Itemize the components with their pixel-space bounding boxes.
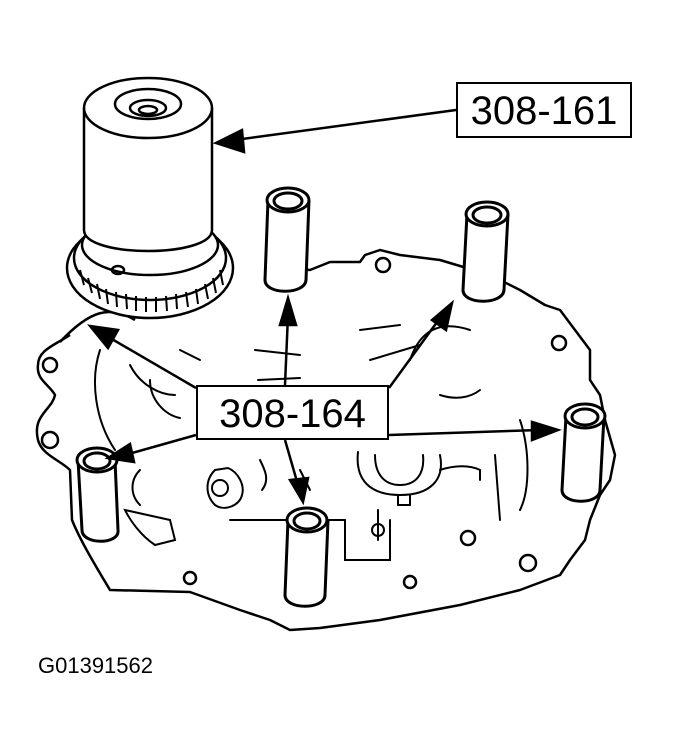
callout-308-164: 308-164 <box>196 385 389 440</box>
housing-outline <box>35 248 617 632</box>
pin-2 <box>461 200 510 303</box>
pin-1 <box>263 186 311 293</box>
pin-4 <box>560 402 607 503</box>
tool-308-161-body <box>82 76 214 276</box>
alignment-pins <box>75 186 607 608</box>
pin-5 <box>283 506 330 608</box>
callout-308-161: 308-161 <box>456 82 632 138</box>
gear-teeth <box>79 269 224 312</box>
pin-3 <box>75 446 120 543</box>
leader-lines <box>87 108 562 506</box>
figure-id: G01391562 <box>38 653 153 678</box>
